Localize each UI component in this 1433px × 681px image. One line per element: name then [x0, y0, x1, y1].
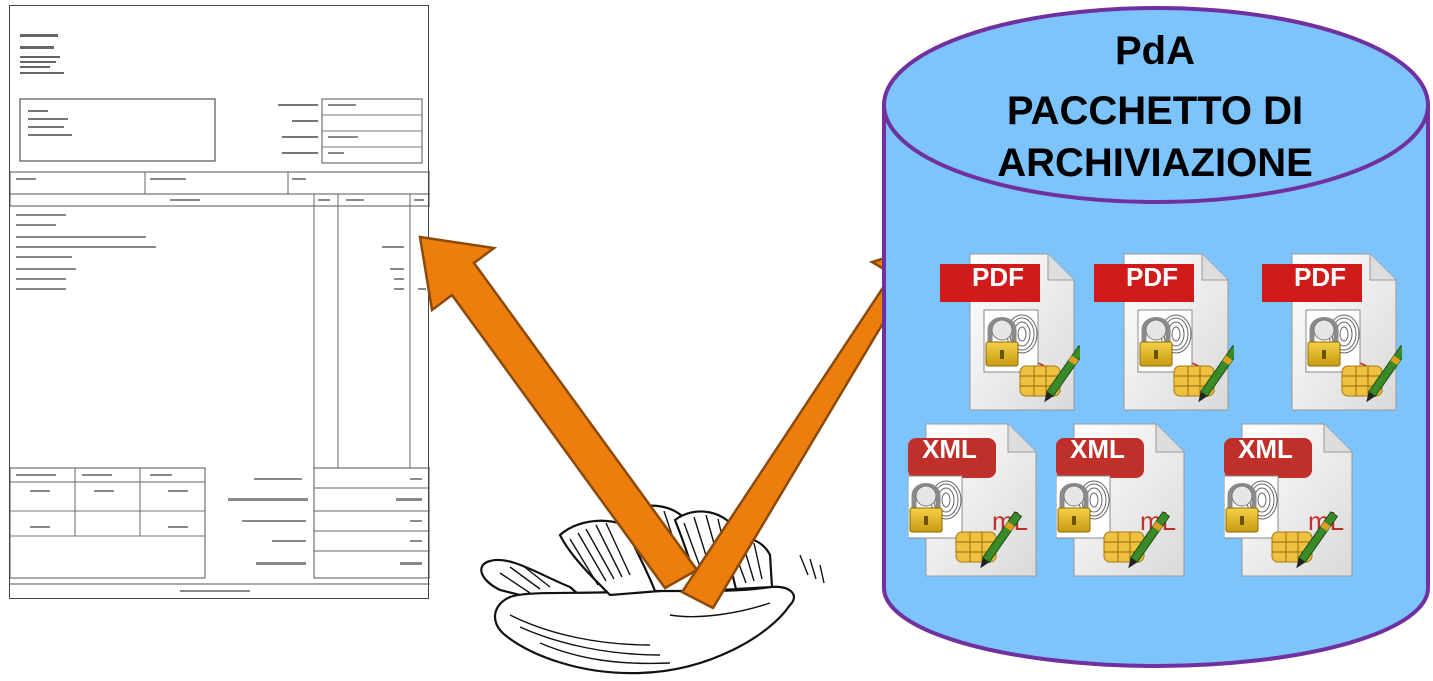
archive-title-line3: ARCHIVIAZIONE — [997, 141, 1313, 185]
xml-label: XML — [1070, 434, 1125, 464]
pdf-label: PDF — [1126, 262, 1178, 292]
pdf-file-icon: PDF — [940, 252, 1080, 412]
invoice-document-icon — [9, 5, 430, 599]
pdf-file-icon: PDF — [1262, 252, 1402, 412]
archive-title-line2: PACCHETTO DI — [1006, 89, 1304, 133]
xml-label: XML — [922, 434, 977, 464]
pdf-label: PDF — [972, 262, 1024, 292]
archive-title-line1: PdA — [1115, 29, 1195, 73]
xml-file-icon: mL XML — [908, 418, 1058, 580]
xml-file-icon: mL XML — [1056, 418, 1206, 580]
xml-label: XML — [1238, 434, 1293, 464]
pdf-file-icon: PDF — [1094, 252, 1234, 412]
arrow-to-invoice — [418, 235, 699, 590]
xml-file-icon: mL XML — [1224, 418, 1374, 580]
pdf-label: PDF — [1294, 262, 1346, 292]
